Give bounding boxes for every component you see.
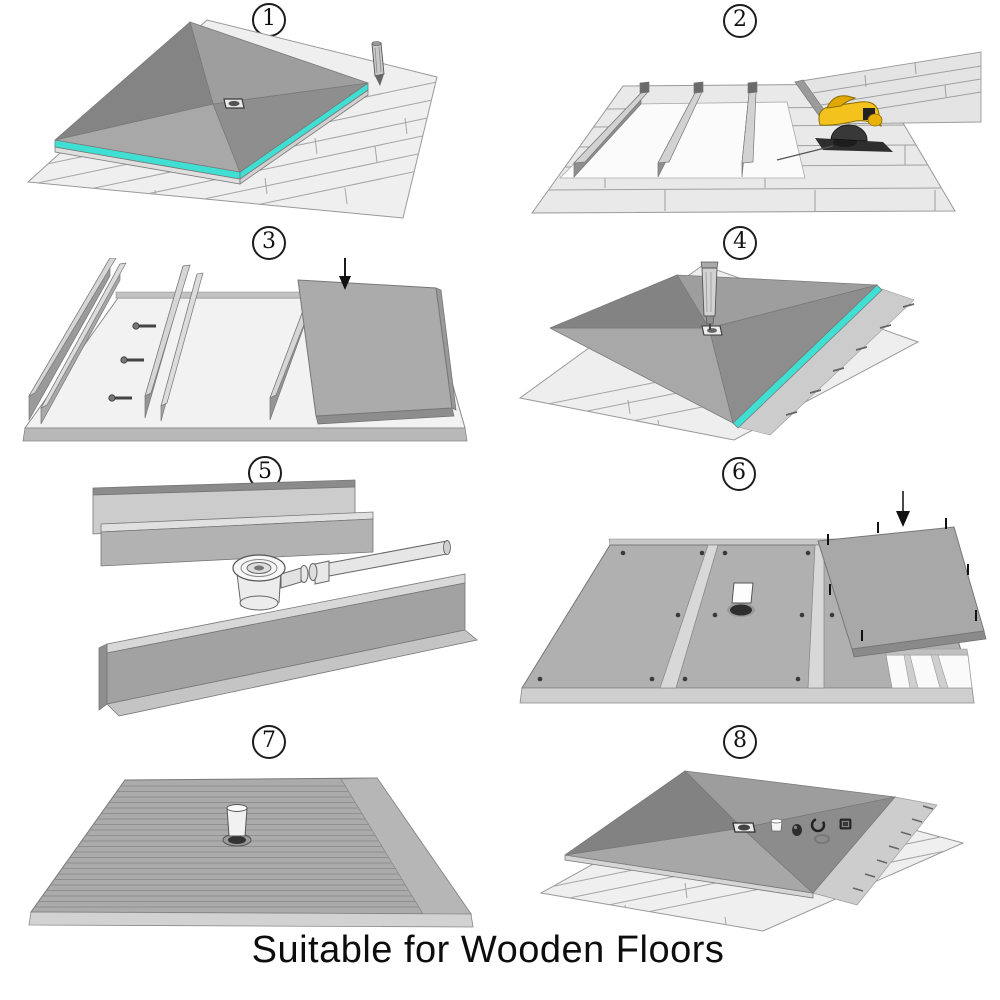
bare-board-margin [737,288,915,436]
drain-grate-icon [701,325,723,336]
striped-membrane-panel [28,777,474,928]
open-section [885,654,973,689]
mounting-pins [827,518,977,641]
step-2-illustration [515,30,985,240]
saw-cut-line [776,145,834,161]
joist-strip [659,544,719,689]
shower-tray [54,21,369,185]
drain-outlet [727,582,755,617]
caption-suitable-for-wooden-floors: Suitable for Wooden Floors [251,929,725,971]
step-5-illustration [85,462,485,737]
step-4-badge: 4 [723,226,757,260]
step-4-illustration [518,250,943,462]
front-joist [98,573,478,717]
lowered-board [817,518,987,658]
drill-driver-icon [700,261,719,330]
step-3-badge: 3 [252,226,286,260]
shower-tray [549,274,883,429]
step-7-badge: 7 [252,725,286,759]
step-8-number: 8 [733,728,747,753]
step-1-badge: 1 [252,3,286,37]
rear-joist [92,479,374,567]
step-6-number: 6 [732,460,746,485]
drain-grate-icon [732,822,756,833]
shower-tray [564,770,897,899]
circular-saw-icon [776,95,893,161]
marker-pen-icon [371,41,385,86]
step-2-number: 2 [733,7,747,32]
down-arrow-icon [896,491,910,527]
step-7-number: 7 [262,728,276,753]
screw-icon [108,322,156,402]
drain-trap-icon [232,554,330,611]
step-7-illustration [25,752,485,937]
floor-joists [573,81,758,178]
drain-spigot [222,804,252,847]
infill-board [297,279,457,425]
step-8-illustration [535,755,975,940]
screw-heads [537,550,835,682]
drain-grate-icon [223,98,245,109]
step-3-illustration [15,258,475,458]
step-6-badge: 6 [722,457,756,491]
down-arrow-icon [339,258,351,290]
step-4-number: 4 [733,229,747,254]
step-2-badge: 2 [723,4,757,38]
drain-fittings [770,817,852,844]
step-6-illustration [510,483,990,733]
step-1-number: 1 [262,6,276,31]
step-8-badge: 8 [723,725,757,759]
step-3-number: 3 [262,229,276,254]
step-1-illustration [15,18,470,238]
step-5-number: 5 [258,459,272,484]
